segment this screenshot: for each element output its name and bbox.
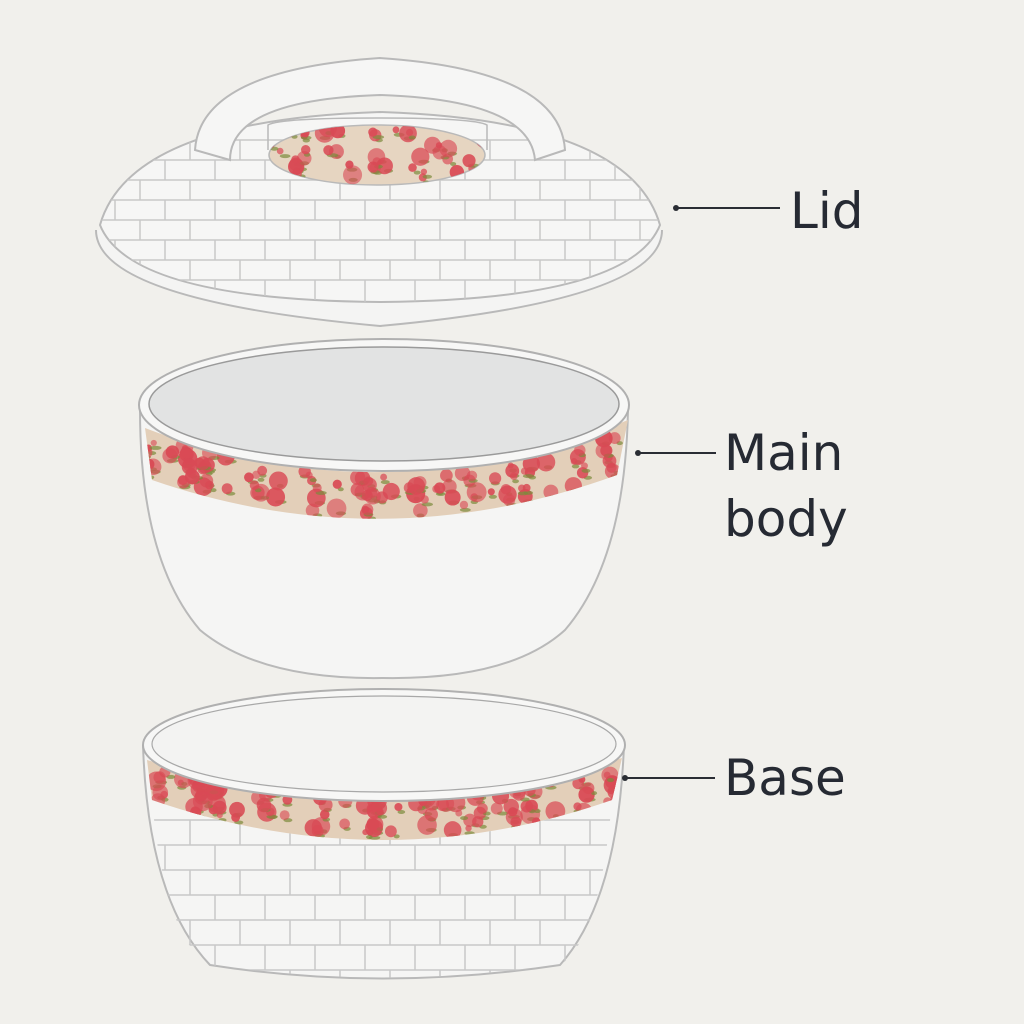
lid	[95, 56, 663, 328]
main-body-leader-line	[638, 452, 716, 454]
label-main-body-line2: body	[724, 490, 848, 548]
label-main-body-line1: Main	[724, 424, 844, 482]
floral-pattern	[145, 429, 623, 519]
base	[142, 688, 626, 980]
label-base: Base	[724, 749, 846, 807]
main-body	[138, 338, 630, 680]
lid-leader-line	[676, 207, 780, 209]
base-leader-line	[625, 777, 715, 779]
label-lid: Lid	[790, 182, 864, 240]
